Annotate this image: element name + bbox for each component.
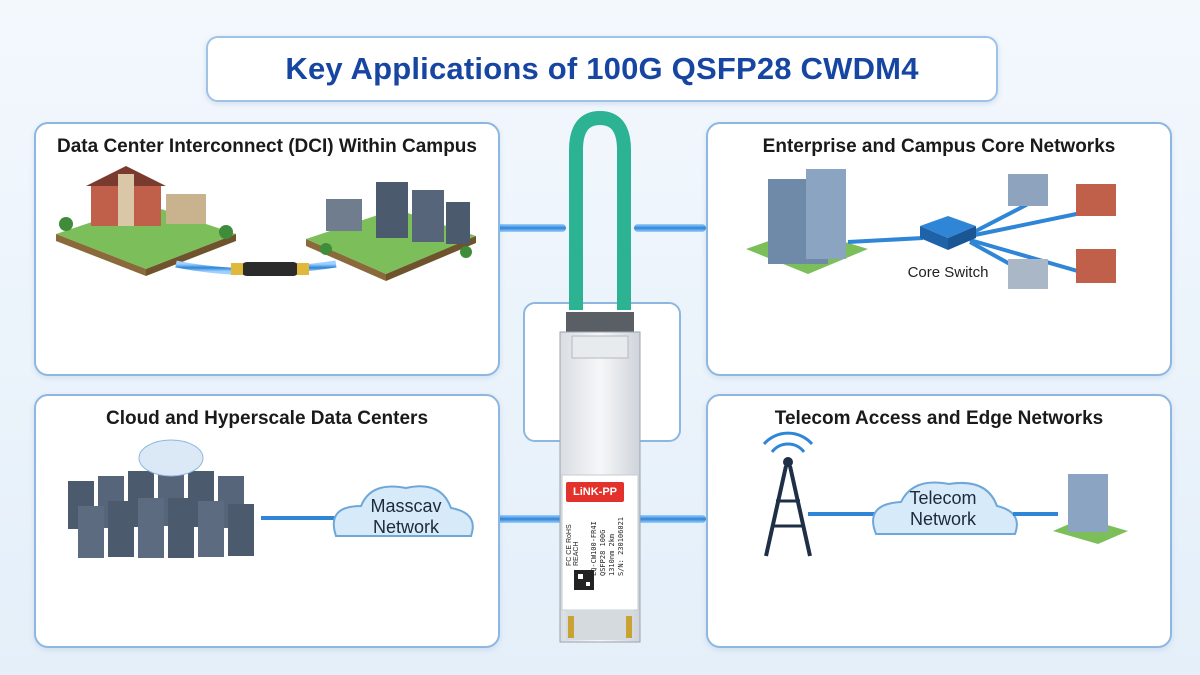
dci-illustration xyxy=(56,166,476,281)
page-title: Key Applications of 100G QSFP28 CWDM4 xyxy=(285,51,919,86)
server-building-icon xyxy=(446,202,470,244)
core-switch-icon xyxy=(920,216,976,238)
module-spec: QSFP28 100G 1310nm 2km xyxy=(599,529,616,576)
title-banner: Key Applications of 100G QSFP28 CWDM4 xyxy=(206,36,998,102)
module-frame xyxy=(523,302,681,442)
network-cloud-icon xyxy=(872,481,1018,535)
panel-dci: Data Center Interconnect (DCI) Within Ca… xyxy=(34,122,500,376)
server-building-icon xyxy=(412,190,444,242)
cloud-label-line2: Network xyxy=(372,517,439,537)
fiber-connector-icon xyxy=(241,262,299,276)
tree-icon xyxy=(219,225,233,239)
enterprise-illustration xyxy=(746,169,1116,289)
panel-title-cloud: Cloud and Hyperscale Data Centers xyxy=(105,408,429,429)
panel-cloud: Cloud and Hyperscale Data Centers Massca… xyxy=(34,394,500,648)
panel-title-enterprise: Enterprise and Campus Core Networks xyxy=(762,136,1116,157)
cloud-label-line1: Masscav xyxy=(370,496,442,516)
module-serial: S/N: 230106021 xyxy=(617,516,625,576)
branch-building-icon xyxy=(1008,259,1048,289)
headquarters-building-icon xyxy=(806,169,846,259)
tree-icon xyxy=(320,243,332,255)
tree-icon xyxy=(460,246,472,258)
branch-building-icon xyxy=(1008,174,1048,206)
fiber-links xyxy=(496,224,706,523)
module-certs: FC CE RoHS REACH xyxy=(566,524,580,566)
telecom-cloud-label: Telecom Network xyxy=(878,488,1008,530)
core-switch-label: Core Switch xyxy=(907,264,989,281)
telecom-cloud-label-line1: Telecom xyxy=(909,488,977,508)
telecom-illustration xyxy=(762,431,1128,557)
cell-tower-icon xyxy=(762,431,814,557)
cloud-illustration xyxy=(68,439,474,558)
panel-enterprise: Enterprise and Campus Core Networks Core… xyxy=(706,122,1172,376)
brand-logo: LiNK-PP xyxy=(566,482,624,502)
panel-title-dci: Data Center Interconnect (DCI) Within Ca… xyxy=(57,136,477,157)
module-label: LQ-CW100-FR4I QSFP28 100G 1310nm 2km S/N… xyxy=(590,506,630,576)
network-cloud-icon xyxy=(332,485,474,537)
tree-icon xyxy=(59,217,73,231)
panel-telecom: Telecom Access and Edge Networks Telecom… xyxy=(706,394,1172,648)
cloud-icon xyxy=(138,439,204,477)
branch-building-icon xyxy=(1076,184,1116,216)
module-model: LQ-CW100-FR4I xyxy=(590,521,598,576)
office-building-icon xyxy=(326,199,362,231)
campus-building-icon xyxy=(166,194,206,224)
server-building-icon xyxy=(376,182,408,238)
telecom-cloud-label-line2: Network xyxy=(909,509,976,529)
panel-title-telecom: Telecom Access and Edge Networks xyxy=(774,408,1104,429)
edge-building-icon xyxy=(1068,474,1108,532)
cloud-label: Masscav Network xyxy=(341,496,471,538)
server-rack-grid-icon xyxy=(68,466,254,558)
branch-building-icon xyxy=(1076,249,1116,283)
